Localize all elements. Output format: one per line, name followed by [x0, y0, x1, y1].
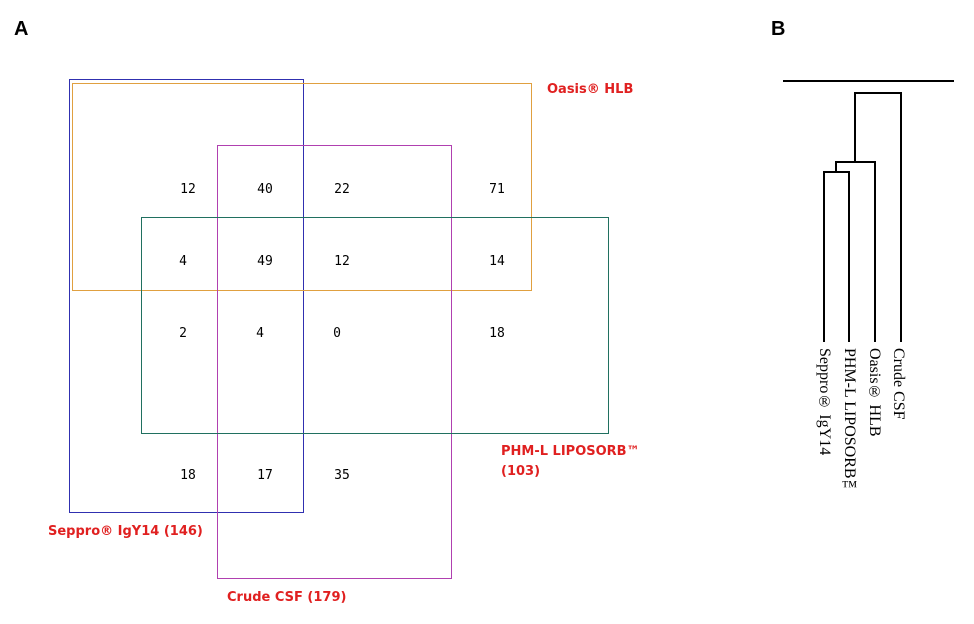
count-oasis-seppro: 12: [180, 182, 196, 197]
count-seppro-crude-phm: 4: [256, 326, 264, 341]
seppro-set-box: [69, 79, 304, 513]
dendrogram-leaf-oasis: Oasis® HLB: [866, 348, 883, 437]
count-oasis-phm: 14: [489, 254, 505, 269]
dendrogram-leaf-seppro: Seppro® IgY14: [816, 348, 833, 456]
dendrogram-leaf-crude: Crude CSF: [890, 348, 907, 420]
count-oasis-crude-phm: 12: [334, 254, 350, 269]
count-seppro-phm: 2: [179, 326, 187, 341]
oasis-set-label: Oasis® HLB: [547, 82, 634, 97]
count-crude-phm: 0: [333, 326, 341, 341]
count-oasis-seppro-crude: 40: [257, 182, 273, 197]
crude-set-box: [217, 145, 452, 579]
oasis-set-box: [72, 83, 532, 291]
seppro-set-label: Seppro® IgY14 (146): [48, 524, 203, 539]
count-all-four: 49: [257, 254, 273, 269]
panel-label-b: B: [771, 18, 786, 40]
phm-set-box: [141, 217, 609, 434]
count-phm-only: 18: [489, 326, 505, 341]
dendrogram-top-branch: [854, 92, 902, 342]
count-oasis-crude: 22: [334, 182, 350, 197]
count-seppro-only: 18: [180, 468, 196, 483]
dendrogram-leaf-phm: PHM-L LIPOSORB™: [841, 348, 858, 496]
count-crude-only: 35: [334, 468, 350, 483]
panel-label-a: A: [14, 18, 29, 40]
count-oasis-seppro-phm: 4: [179, 254, 187, 269]
phm-set-count: (103): [501, 464, 541, 479]
count-seppro-crude: 17: [257, 468, 273, 483]
crude-set-label: Crude CSF (179): [227, 590, 347, 605]
dendrogram-lower-branch: [823, 171, 850, 342]
dendrogram-middle-branch: [835, 161, 876, 342]
phm-set-label: PHM-L LIPOSORB™: [501, 444, 640, 459]
count-oasis-only: 71: [489, 182, 505, 197]
